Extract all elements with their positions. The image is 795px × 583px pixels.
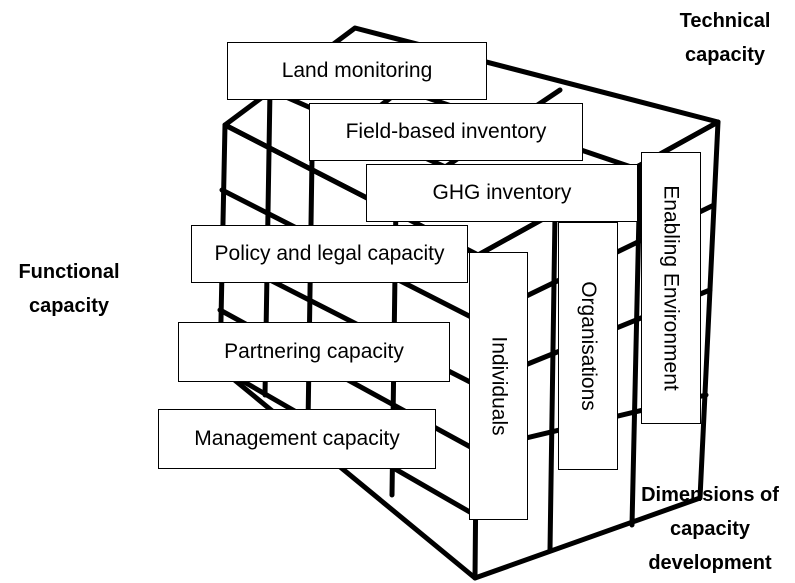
functional-capacity-title: Functional capacity bbox=[0, 255, 138, 323]
land-monitoring-box: Land monitoring bbox=[227, 42, 487, 100]
dimensions-title: Dimensions of capacity development bbox=[627, 478, 793, 580]
partnering-label: Partnering capacity bbox=[224, 340, 404, 363]
individuals-label: Individuals bbox=[487, 336, 511, 436]
technical-title-line1: Technical bbox=[679, 10, 771, 32]
dimensions-title-line1: Dimensions of bbox=[641, 484, 779, 506]
management-label: Management capacity bbox=[194, 427, 400, 450]
field-based-inventory-box: Field-based inventory bbox=[309, 103, 583, 161]
enabling-environment-label: Enabling Environment bbox=[660, 185, 683, 391]
functional-title-line2: capacity bbox=[28, 295, 110, 317]
policy-legal-box: Policy and legal capacity bbox=[191, 225, 468, 283]
individuals-box: Individuals bbox=[469, 252, 528, 520]
policy-legal-label: Policy and legal capacity bbox=[214, 242, 445, 265]
organisations-box: Organisations bbox=[558, 222, 618, 470]
enabling-environment-box: Enabling Environment bbox=[641, 152, 701, 424]
land-monitoring-label: Land monitoring bbox=[281, 59, 433, 82]
technical-capacity-title: Technical capacity bbox=[660, 4, 790, 72]
field-based-inventory-label: Field-based inventory bbox=[345, 120, 547, 143]
organisations-label: Organisations bbox=[577, 281, 601, 411]
left-face-line bbox=[305, 155, 315, 428]
partnering-box: Partnering capacity bbox=[178, 322, 450, 382]
technical-title-line2: capacity bbox=[684, 44, 766, 66]
ghg-inventory-label: GHG inventory bbox=[432, 181, 572, 204]
dimensions-title-line3: development bbox=[648, 552, 772, 574]
right-face-line bbox=[629, 167, 643, 528]
ghg-inventory-box: GHG inventory bbox=[366, 164, 638, 222]
right-face-line bbox=[547, 212, 558, 553]
management-box: Management capacity bbox=[158, 409, 436, 469]
dimensions-title-line2: capacity bbox=[669, 518, 751, 540]
functional-title-line1: Functional bbox=[18, 261, 120, 283]
